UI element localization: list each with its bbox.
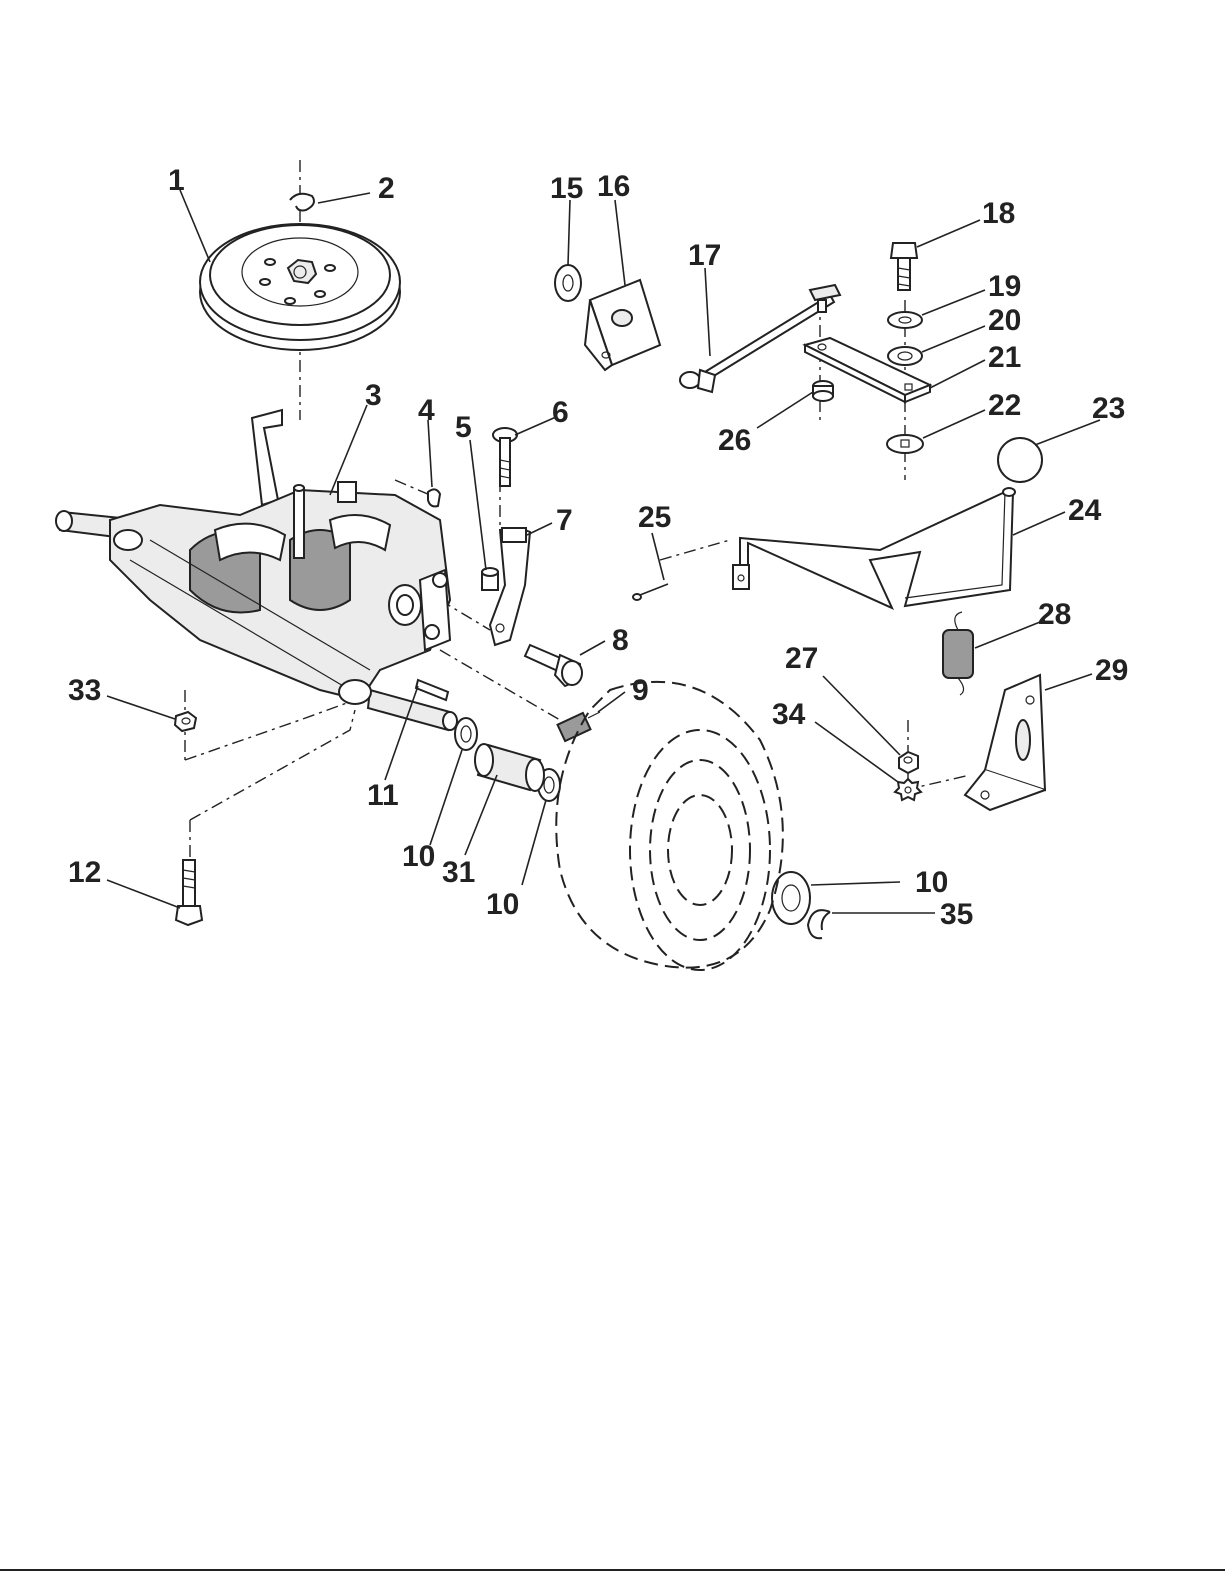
callout-8: 8 bbox=[612, 624, 629, 657]
retaining-clip bbox=[290, 194, 314, 211]
transaxle bbox=[56, 410, 457, 730]
callout-10-right: 10 bbox=[486, 888, 519, 921]
callout-23: 23 bbox=[1092, 392, 1125, 425]
callout-34: 34 bbox=[772, 698, 806, 731]
callout-17: 17 bbox=[688, 239, 721, 272]
callout-10-outer: 10 bbox=[915, 866, 948, 899]
callout-35: 35 bbox=[940, 898, 973, 931]
woodruff-key bbox=[428, 489, 440, 506]
callout-29: 29 bbox=[1095, 654, 1128, 687]
extension-spring bbox=[943, 612, 973, 695]
callout-3: 3 bbox=[365, 379, 382, 412]
shift-lever bbox=[733, 488, 1015, 608]
square-hole-washer bbox=[887, 435, 923, 453]
flat-washer-outer bbox=[772, 872, 810, 924]
callout-5: 5 bbox=[455, 411, 472, 444]
tension-spring bbox=[558, 712, 600, 741]
callout-33: 33 bbox=[68, 674, 101, 707]
axle-key bbox=[416, 680, 448, 700]
callout-6: 6 bbox=[552, 396, 569, 429]
bottom-bolt bbox=[176, 860, 202, 925]
callout-10-left: 10 bbox=[402, 840, 435, 873]
retaining-ring bbox=[808, 910, 830, 938]
callout-22: 22 bbox=[988, 389, 1021, 422]
hex-bolt bbox=[525, 645, 582, 686]
angle-bracket bbox=[585, 280, 660, 370]
callout-28: 28 bbox=[1038, 598, 1071, 631]
callout-25: 25 bbox=[638, 501, 671, 534]
callout-16: 16 bbox=[597, 170, 630, 203]
pulley bbox=[200, 224, 400, 350]
callout-2: 2 bbox=[378, 172, 395, 205]
callout-15: 15 bbox=[550, 172, 583, 205]
bracket-washer bbox=[555, 265, 581, 301]
callout-1: 1 bbox=[168, 164, 185, 197]
callout-24: 24 bbox=[1068, 494, 1102, 527]
callout-31: 31 bbox=[442, 856, 475, 889]
control-rod bbox=[680, 285, 840, 392]
plate-spacer bbox=[813, 381, 833, 401]
hex-nut bbox=[175, 712, 196, 731]
lock-washer bbox=[888, 312, 922, 328]
flat-washer bbox=[888, 347, 922, 365]
callout-4: 4 bbox=[418, 394, 435, 427]
flat-washer-left bbox=[455, 718, 477, 750]
callout-26: 26 bbox=[718, 424, 751, 457]
callout-12: 12 bbox=[68, 856, 101, 889]
carriage-bolt bbox=[493, 428, 517, 486]
wheel-outline bbox=[556, 682, 783, 970]
callout-20: 20 bbox=[988, 304, 1021, 337]
spring-bracket bbox=[965, 675, 1045, 810]
callout-9: 9 bbox=[632, 674, 649, 707]
star-washer bbox=[895, 779, 921, 800]
callout-21: 21 bbox=[988, 341, 1021, 374]
callout-11: 11 bbox=[367, 779, 399, 812]
callout-7: 7 bbox=[556, 504, 573, 537]
callout-18: 18 bbox=[982, 197, 1015, 230]
axle-spacer bbox=[475, 744, 544, 791]
callout-27: 27 bbox=[785, 642, 818, 675]
cap-screw bbox=[891, 243, 917, 290]
callout-19: 19 bbox=[988, 270, 1021, 303]
cotter-pin bbox=[633, 584, 668, 600]
bracket-nut bbox=[899, 752, 918, 773]
spacer bbox=[482, 568, 498, 590]
